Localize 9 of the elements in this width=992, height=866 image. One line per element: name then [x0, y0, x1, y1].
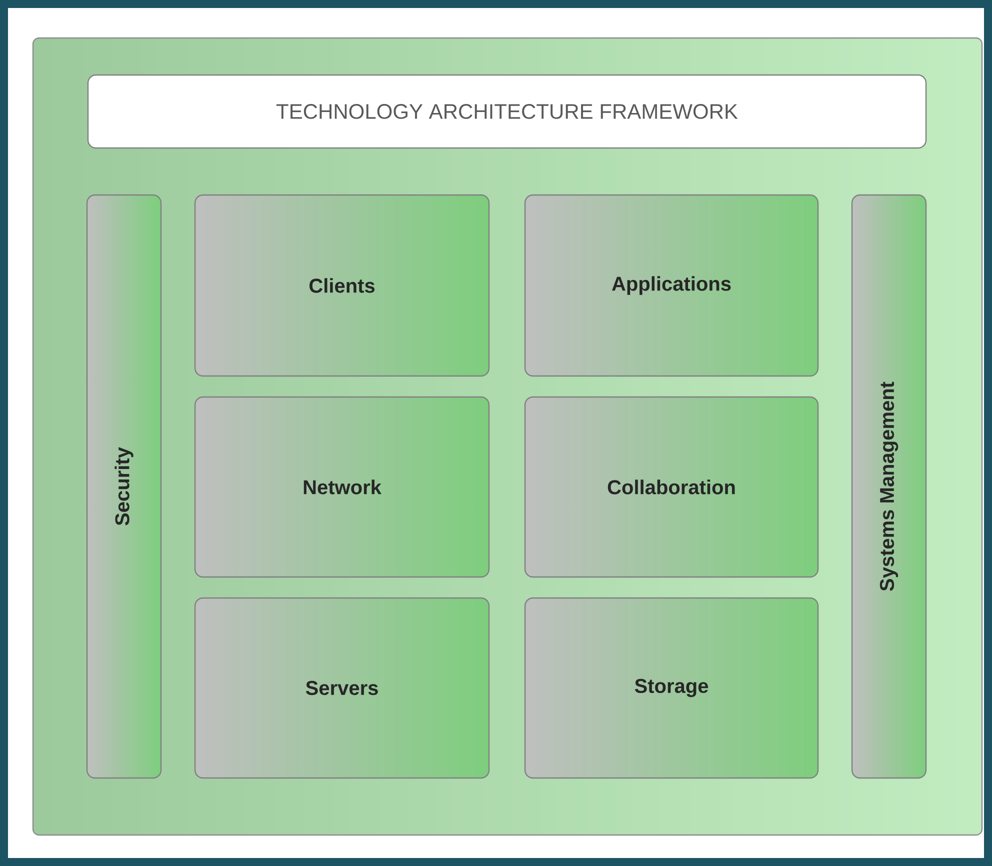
- vertical-bar: Systems Management: [851, 194, 927, 779]
- category-box: Collaboration: [524, 396, 819, 578]
- category-box: Applications: [524, 194, 819, 377]
- category-box: Clients: [194, 194, 490, 377]
- title-box: TECHNOLOGY ARCHITECTURE FRAMEWORK: [87, 74, 927, 149]
- vertical-bar: Security: [86, 194, 162, 779]
- category-box: Network: [194, 396, 490, 578]
- category-box: Storage: [524, 597, 819, 779]
- category-box: Servers: [194, 597, 490, 779]
